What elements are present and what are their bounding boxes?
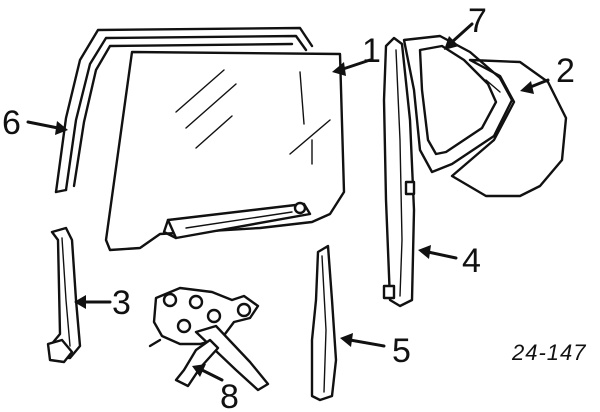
part-5-front-run-channel bbox=[310, 244, 338, 402]
callout-6-label: 6 bbox=[2, 104, 21, 142]
part-7-vent-glass-frame bbox=[402, 34, 514, 174]
callout-arrows bbox=[26, 22, 550, 382]
callout-3-label: 3 bbox=[112, 284, 131, 322]
callout-8-label: 8 bbox=[220, 378, 239, 412]
part-1-door-glass bbox=[104, 50, 346, 252]
callout-7-label: 7 bbox=[468, 2, 487, 40]
part-3-glass-run-channel bbox=[46, 226, 82, 364]
callout-5-label: 5 bbox=[392, 332, 411, 370]
callout-2-label: 2 bbox=[556, 52, 575, 90]
glass-sash-channel bbox=[162, 201, 312, 240]
part-4-division-channel bbox=[382, 36, 416, 308]
figure-reference-code: 24-147 bbox=[511, 340, 587, 365]
callout-1-label: 1 bbox=[362, 32, 381, 70]
callout-4-label: 4 bbox=[462, 242, 481, 280]
part-8-window-regulator bbox=[148, 286, 270, 392]
part-2-vent-glass bbox=[450, 58, 568, 198]
